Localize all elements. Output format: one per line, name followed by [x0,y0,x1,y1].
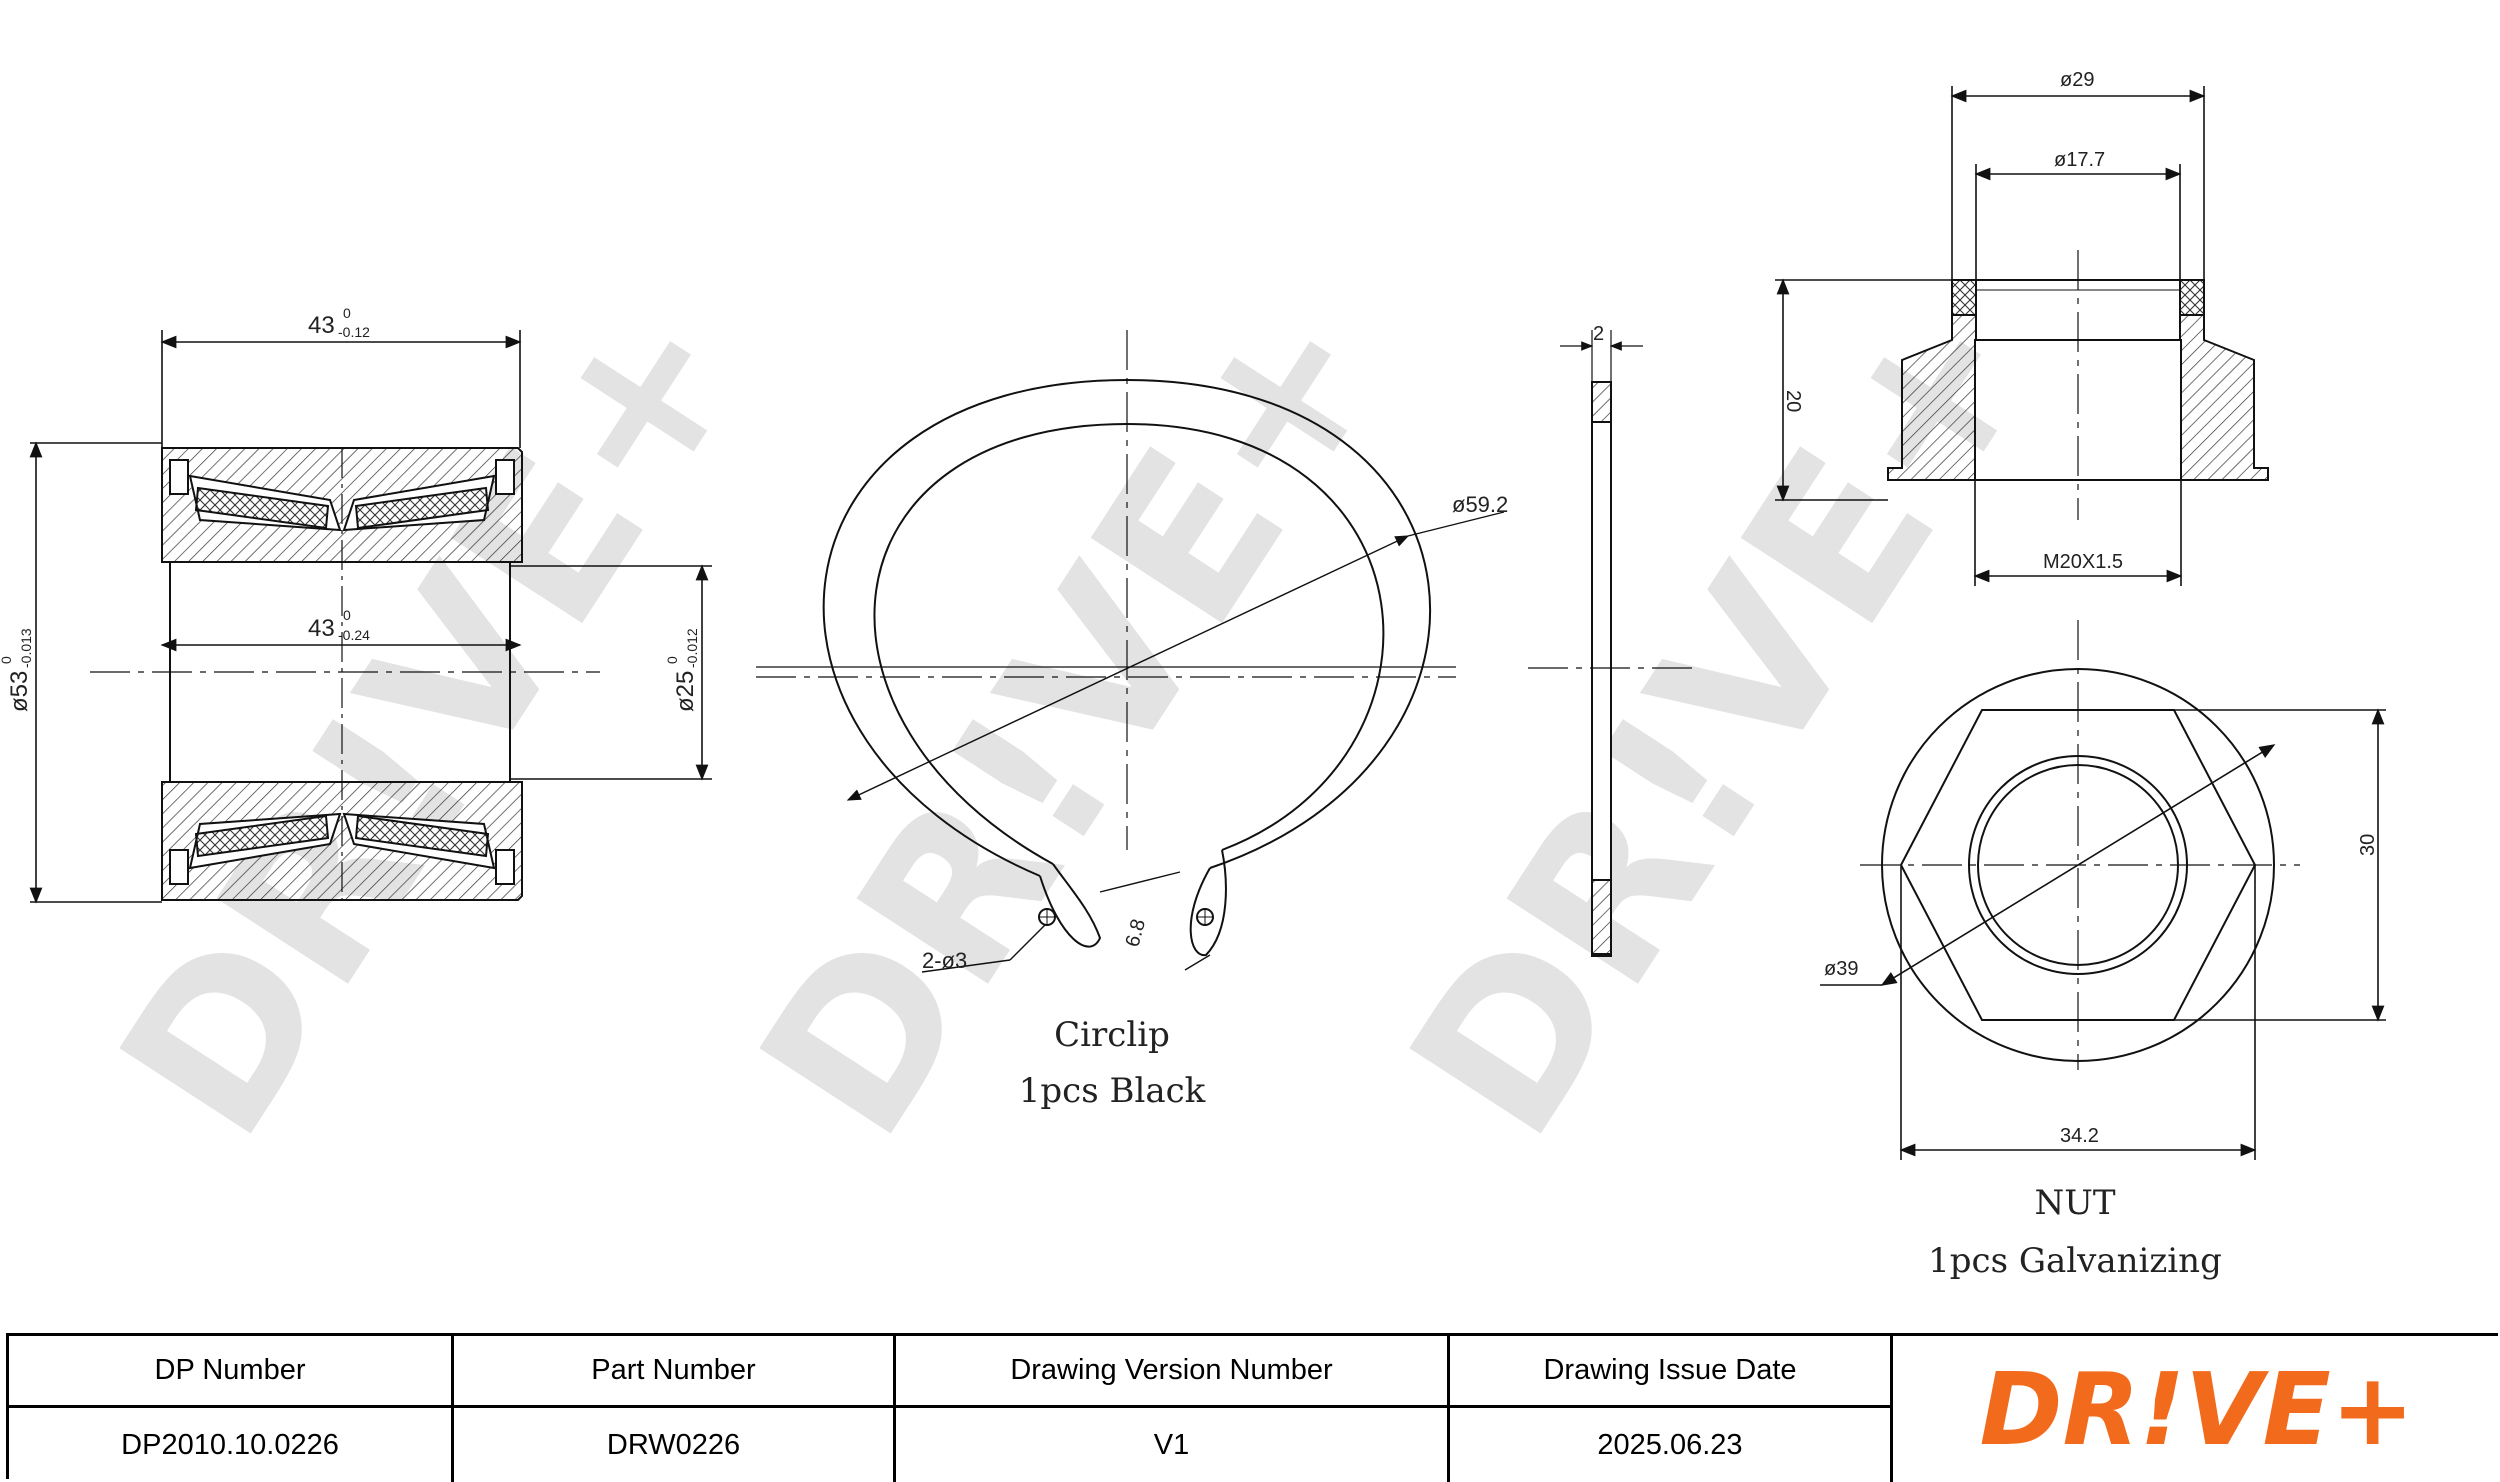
nut-height: 20 [1782,390,1804,412]
circlip-name: Circlip [1054,1015,1170,1055]
value-part-number: DRW0226 [454,1408,896,1482]
inner-dia-label: ø25 [672,671,699,712]
nut-top-view [1860,620,2300,1070]
svg-text:0: 0 [343,305,351,321]
value-drawing-version: V1 [896,1408,1450,1482]
value-dp-number: DP2010.10.0226 [9,1408,454,1482]
circlip-caption: Circlip 1pcs Black [1019,1015,1206,1111]
circlip-dia-label: ø59.2 [1452,492,1508,517]
svg-text:0: 0 [0,656,14,664]
circlip-side-view [1528,330,1700,957]
nut-outer-top-dia: ø29 [2060,69,2094,91]
svg-text:0: 0 [343,607,351,623]
title-block: DP Number Part Number Drawing Version Nu… [6,1333,2500,1482]
nut-section-dimensions [1775,86,2206,586]
bearing-section [90,447,600,901]
svg-text:-0.24: -0.24 [338,627,370,643]
nut-top-dimensions [1820,708,2386,1160]
nut-section [1887,250,2269,520]
nut-name: NUT [2034,1183,2115,1223]
nut-top-labels: 30 ø39 34.2 [1824,834,2379,1147]
header-issue-date: Drawing Issue Date [1450,1336,1893,1408]
nut-across-corners: 34.2 [2060,1125,2099,1147]
outer-dia-label: ø53 [6,671,33,712]
svg-text:0: 0 [664,656,680,664]
svg-text:-0.12: -0.12 [338,324,370,340]
nut-flange-dia: ø39 [1824,958,1858,980]
circlip-qty: 1pcs Black [1019,1071,1206,1111]
svg-text:DR!VE+: DR!VE+ [72,257,792,1178]
circlip-labels: ø59.2 2-ø3 6.8 [922,492,1508,973]
nut-section-labels: ø29 ø17.7 20 M20X1.5 [1782,69,2123,573]
nut-thread: M20X1.5 [2043,551,2123,573]
value-issue-date: 2025.06.23 [1450,1408,1893,1482]
bearing-labels: 43 0 -0.12 43 0 -0.24 ø53 0 -0.013 ø25 0… [0,305,700,712]
header-drawing-version: Drawing Version Number [896,1336,1450,1408]
bearing-dimensions [29,330,712,904]
width-inner-label: 43 [308,615,335,642]
circlip-gap-label: 6.8 [1122,917,1150,950]
nut-caption: NUT 1pcs Galvanizing [1928,1183,2222,1281]
svg-text:-0.013: -0.013 [18,628,34,668]
header-dp-number: DP Number [9,1336,454,1408]
nut-inner-top-dia: ø17.7 [2054,149,2105,171]
nut-across-flats: 30 [2357,834,2379,856]
header-part-number: Part Number [454,1336,896,1408]
svg-text:DR!VE+: DR!VE+ [1979,1354,2414,1464]
drive-logo: DR!VE+ [1893,1336,2500,1482]
circlip-drawing [756,330,1505,973]
circlip-thickness-label: 2 [1593,323,1604,345]
svg-text:-0.012: -0.012 [684,628,700,668]
nut-qty: 1pcs Galvanizing [1928,1241,2222,1281]
width-outer-label: 43 [308,312,335,339]
circlip-holes-label: 2-ø3 [922,948,967,973]
